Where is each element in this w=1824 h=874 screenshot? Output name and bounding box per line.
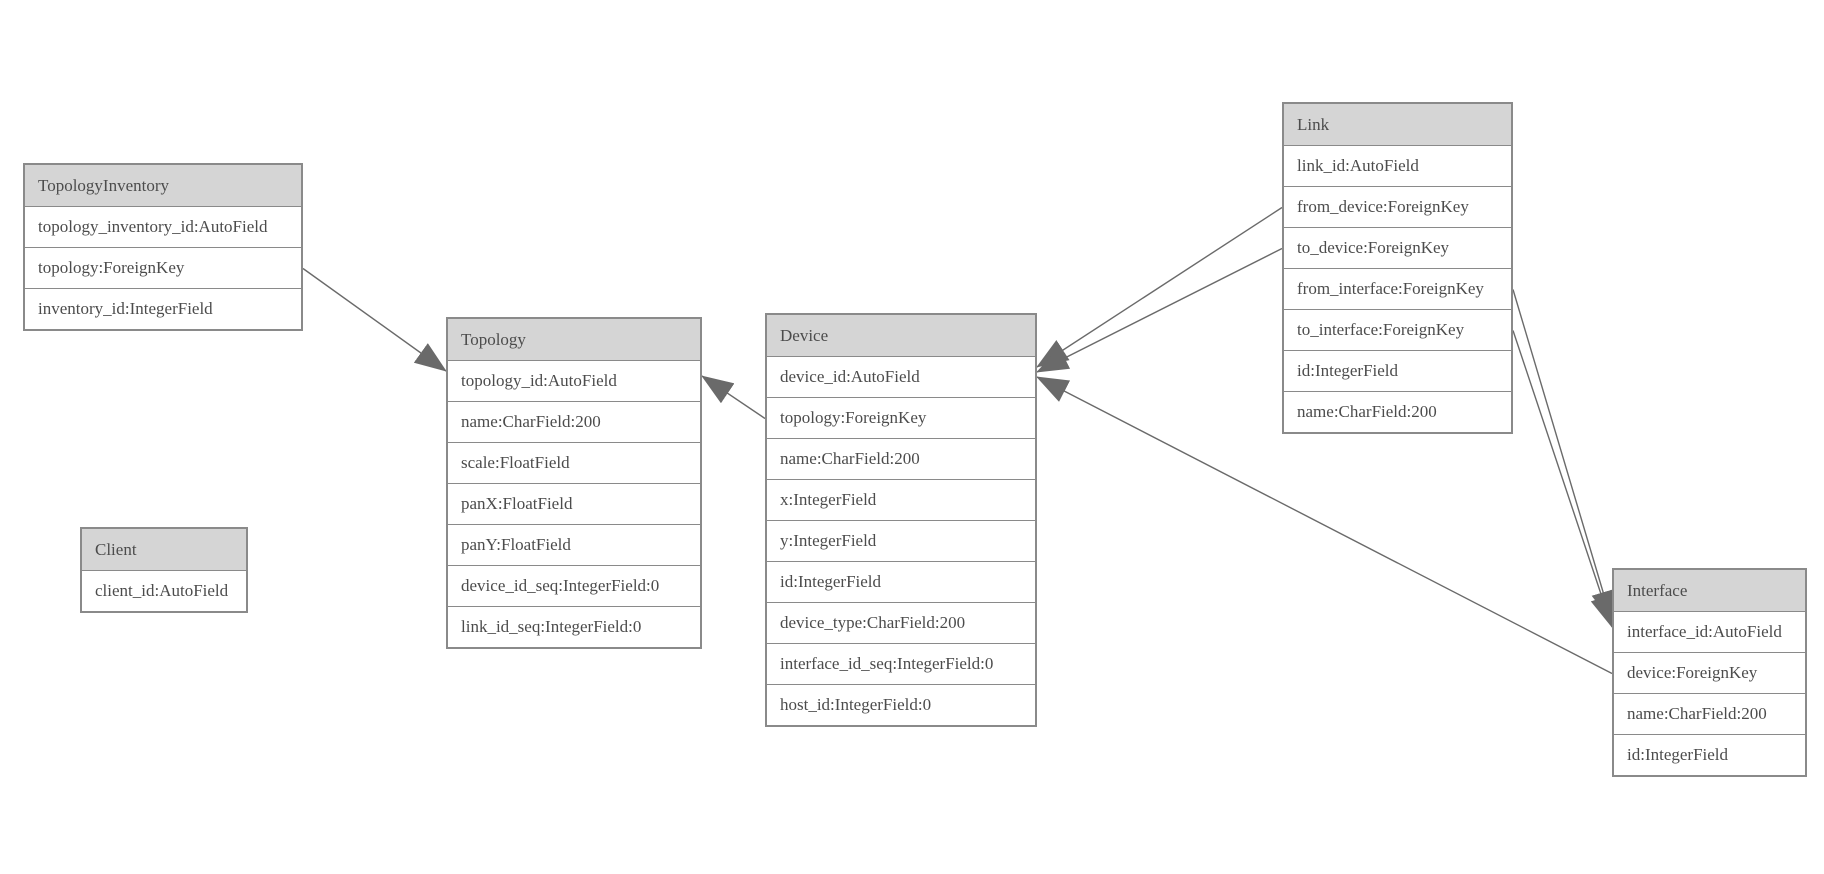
field-row-client_id: client_id:AutoField xyxy=(82,571,246,611)
field-row-panY: panY:FloatField xyxy=(448,525,700,566)
entity-title-topologyinventory: TopologyInventory xyxy=(25,165,301,207)
relationship-line-interface-device-to-device xyxy=(1036,376,1613,675)
entity-table-client: Client client_id:AutoField xyxy=(80,527,248,613)
entity-title-topology: Topology xyxy=(448,319,700,361)
field-row-device_type: device_type:CharField:200 xyxy=(767,603,1035,644)
entity-title-link: Link xyxy=(1284,104,1511,146)
entity-table-topologyinventory: TopologyInventory topology_inventory_id:… xyxy=(23,163,303,331)
relationship-line-device-topology-to-topology xyxy=(701,375,766,420)
entity-title-interface: Interface xyxy=(1614,570,1805,612)
entity-title-client: Client xyxy=(82,529,246,571)
field-row-name: name:CharField:200 xyxy=(1614,694,1805,735)
field-row-host_id: host_id:IntegerField:0 xyxy=(767,685,1035,725)
field-row-device_id: device_id:AutoField xyxy=(767,357,1035,398)
field-row-id: id:IntegerField xyxy=(767,562,1035,603)
field-row-name: name:CharField:200 xyxy=(448,402,700,443)
field-row-interface_id_seq: interface_id_seq:IntegerField:0 xyxy=(767,644,1035,685)
field-row-topology: topology:ForeignKey xyxy=(767,398,1035,439)
entity-title-device: Device xyxy=(767,315,1035,357)
field-row-x: x:IntegerField xyxy=(767,480,1035,521)
field-row-from_device: from_device:ForeignKey xyxy=(1284,187,1511,228)
field-row-inventory_id: inventory_id:IntegerField xyxy=(25,289,301,329)
field-row-link_id: link_id:AutoField xyxy=(1284,146,1511,187)
field-row-device: device:ForeignKey xyxy=(1614,653,1805,694)
field-row-panX: panX:FloatField xyxy=(448,484,700,525)
field-row-id: id:IntegerField xyxy=(1614,735,1805,775)
field-row-from_interface: from_interface:ForeignKey xyxy=(1284,269,1511,310)
field-row-topology_id: topology_id:AutoField xyxy=(448,361,700,402)
field-row-device_id_seq: device_id_seq:IntegerField:0 xyxy=(448,566,700,607)
relationship-line-link-to_device-to-device xyxy=(1036,247,1283,373)
field-row-to_device: to_device:ForeignKey xyxy=(1284,228,1511,269)
field-row-topology_inventory_id: topology_inventory_id:AutoField xyxy=(25,207,301,248)
field-row-topology: topology:ForeignKey xyxy=(25,248,301,289)
field-row-name: name:CharField:200 xyxy=(767,439,1035,480)
relationship-line-link-to_interface-to-interface xyxy=(1512,330,1614,628)
field-row-interface_id: interface_id:AutoField xyxy=(1614,612,1805,653)
field-row-link_id_seq: link_id_seq:IntegerField:0 xyxy=(448,607,700,647)
relationship-line-link-from_interface-to-interface xyxy=(1512,289,1615,623)
field-row-name: name:CharField:200 xyxy=(1284,392,1511,432)
field-row-id: id:IntegerField xyxy=(1284,351,1511,392)
entity-fields-client: client_id:AutoField xyxy=(82,571,246,611)
relationship-line-link-from_device-to-device xyxy=(1036,206,1283,368)
field-row-scale: scale:FloatField xyxy=(448,443,700,484)
relationship-line-topologyinventory-topology-to-topology xyxy=(302,267,447,372)
field-row-y: y:IntegerField xyxy=(767,521,1035,562)
field-row-to_interface: to_interface:ForeignKey xyxy=(1284,310,1511,351)
